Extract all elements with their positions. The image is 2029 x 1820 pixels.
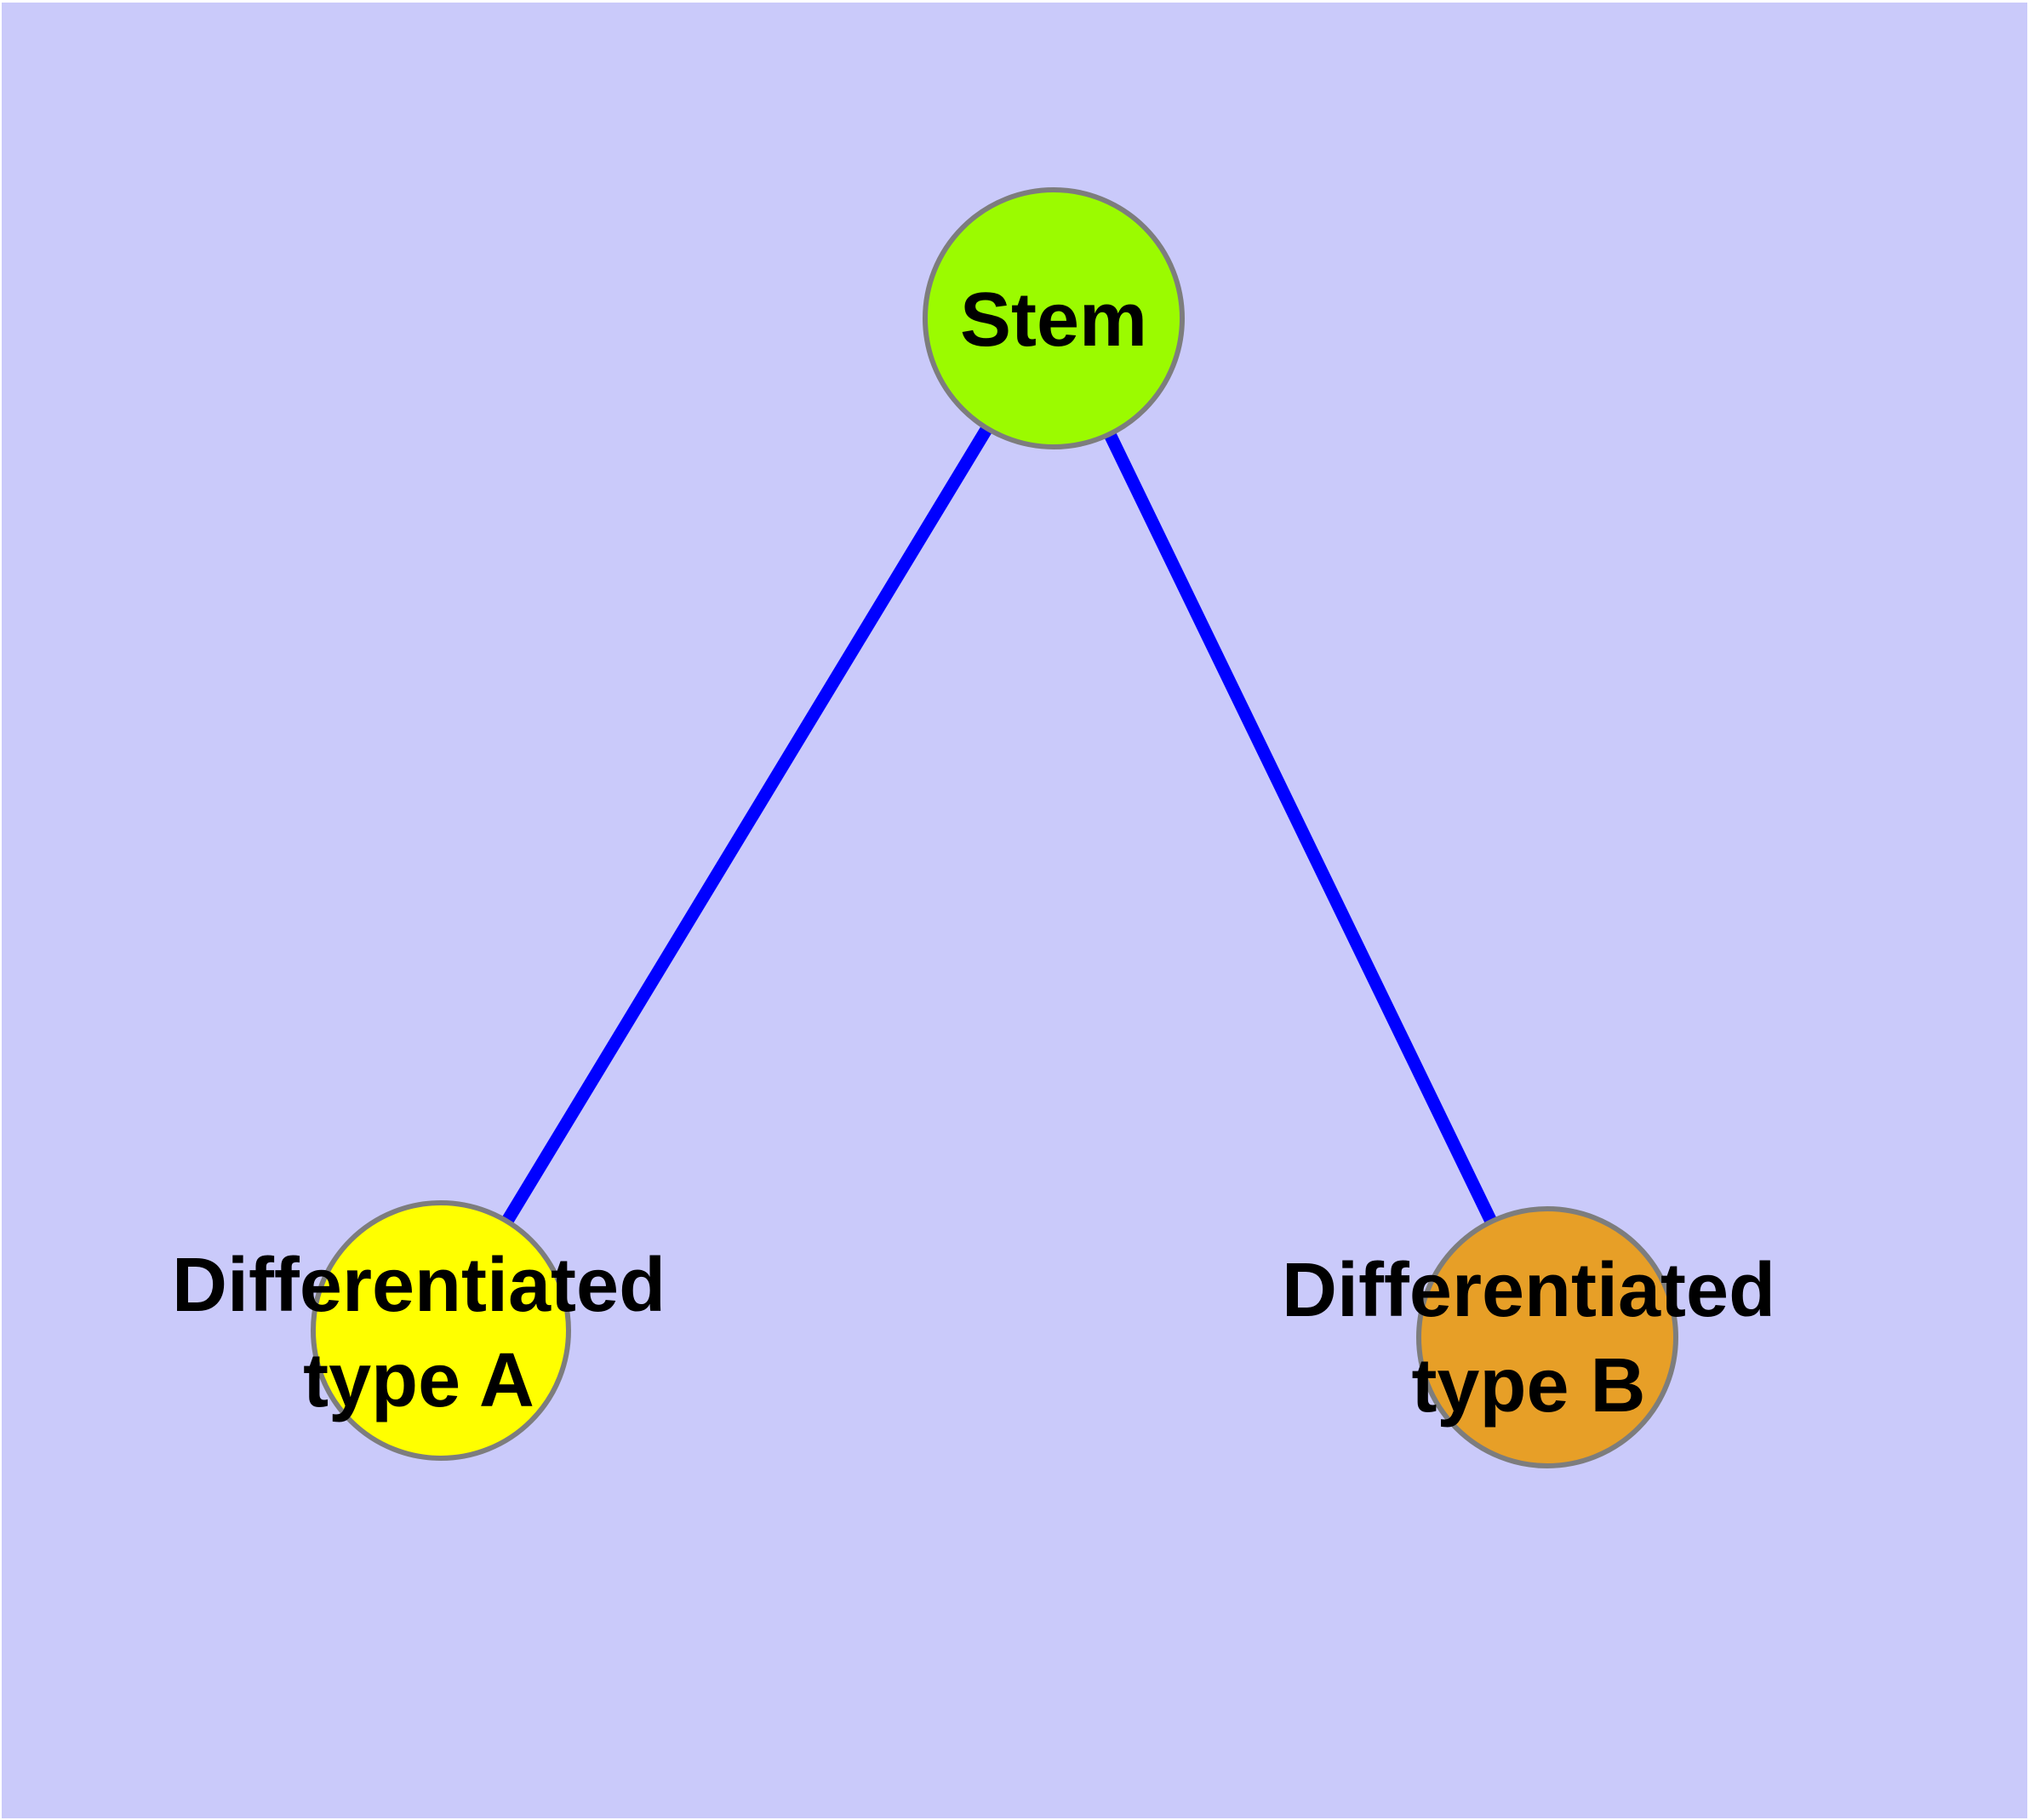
node-type-b-circle <box>1416 1206 1678 1468</box>
node-stem-circle <box>923 187 1185 449</box>
edge-stem-to-type-a <box>435 315 1060 1334</box>
node-type-a-circle <box>311 1200 571 1461</box>
edge-stem-to-type-b <box>1048 315 1553 1341</box>
